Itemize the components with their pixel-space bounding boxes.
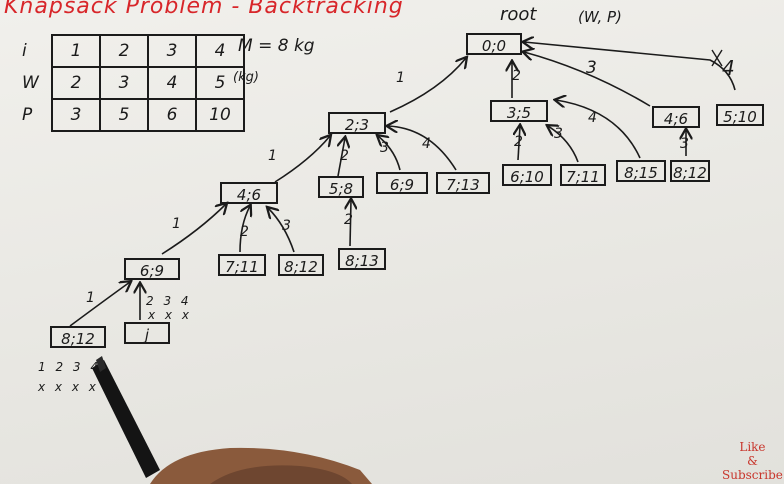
table-cell: 5: [195, 66, 245, 100]
edge-arrow: [239, 206, 250, 253]
table-cell: 3: [99, 66, 149, 100]
table-cell: 4: [147, 66, 197, 100]
watermark-subscribe: Subscribe: [722, 468, 783, 482]
table-cell: 5: [99, 98, 149, 132]
tree-node: 4;6: [220, 182, 278, 204]
watermark-like: Like: [739, 440, 766, 454]
table-cell: 2: [99, 34, 149, 68]
edge-arrow: [338, 138, 345, 177]
branch-blocked-marks: x x x: [148, 308, 192, 322]
table-cell: 3: [51, 98, 101, 132]
edge-label: 1: [268, 148, 277, 164]
edge-arrow: [556, 100, 641, 159]
tree-node: 2;3: [328, 112, 386, 134]
edge-arrow: [524, 42, 736, 91]
watermark-amp: &: [747, 454, 758, 468]
row-head: P: [22, 105, 33, 125]
leaf-options-note: 1 2 3 4: [38, 360, 101, 374]
tree-node: 0;0: [466, 33, 522, 55]
weight-profit-label: (W, P): [578, 8, 622, 26]
tree-node: 5;8: [318, 176, 364, 198]
edge-label: 3: [586, 58, 597, 78]
edge-label: 3: [380, 140, 389, 156]
tree-node: 6;10: [502, 164, 552, 186]
tree-node: 7;11: [218, 254, 266, 276]
table-row: P 3 5 6 10: [20, 98, 245, 132]
edge-arrow: [524, 52, 651, 107]
blocked-branch-mark: [711, 49, 723, 67]
edge-arrow: [388, 126, 457, 171]
edge-label: 2: [240, 224, 249, 240]
tree-node: 7;11: [560, 164, 606, 186]
tree-node: 8;15: [616, 160, 666, 182]
tree-node: 7;13: [436, 172, 490, 194]
edge-label: 2: [344, 212, 353, 228]
edge-label: 4: [722, 56, 735, 80]
tree-node: 8;12: [670, 160, 710, 182]
table-row: i 1 2 3 4: [20, 34, 245, 68]
edge-label: 1: [396, 70, 405, 86]
row-head: W: [22, 73, 39, 93]
tree-node: 8;12: [50, 326, 106, 348]
leaf-blocked-marks: x x x x: [38, 380, 99, 394]
tree-node: 8;13: [338, 248, 386, 270]
edge-arrow: [548, 126, 579, 163]
edge-arrow: [69, 282, 130, 327]
table-cell: 1: [51, 34, 101, 68]
board-title: Knapsack Problem - Backtracking: [4, 0, 404, 19]
edge-arrow: [268, 208, 295, 253]
table-cell: 6: [147, 98, 197, 132]
table-cell: 3: [147, 34, 197, 68]
items-table: i 1 2 3 4 W 2 3 4 5 P 3 5 6 10: [20, 34, 245, 132]
edge-label: 3: [282, 218, 291, 234]
edge-arrow: [518, 126, 520, 161]
table-row: W 2 3 4 5: [20, 66, 245, 100]
edge-label: 1: [86, 290, 95, 306]
tree-node: 4;6: [652, 106, 700, 128]
edge-arrow: [274, 136, 330, 183]
unit-label: (kg): [233, 70, 259, 85]
edge-label: 3: [680, 136, 689, 152]
tree-node: 5;10: [716, 104, 764, 126]
edge-label: 2: [514, 134, 523, 150]
edge-arrow: [161, 204, 226, 255]
edge-arrow: [378, 136, 401, 171]
tree-node: 8;12: [278, 254, 324, 276]
edge-arrow: [389, 58, 466, 113]
tree-node: j: [124, 322, 170, 344]
edge-label: 3: [554, 126, 563, 142]
tree-node: 6;9: [376, 172, 428, 194]
capacity-label: M = 8 kg: [238, 36, 315, 56]
tree-node: 3;5: [490, 100, 548, 122]
edge-label: 4: [588, 110, 597, 126]
root-label: root: [500, 4, 537, 25]
row-head: i: [22, 41, 27, 61]
subscribe-watermark: Like & Subscribe: [722, 440, 783, 482]
table-cell: 4: [195, 34, 245, 68]
tree-node: 6;9: [124, 258, 180, 280]
table-cell: 10: [195, 98, 245, 132]
edge-label: 2: [340, 148, 349, 164]
edge-arrow: [350, 200, 351, 247]
edge-label: 1: [172, 216, 181, 232]
table-cell: 2: [51, 66, 101, 100]
branch-options-note: 2 3 4: [146, 294, 192, 308]
edge-label: 2: [512, 68, 521, 84]
edge-label: 4: [422, 136, 431, 152]
